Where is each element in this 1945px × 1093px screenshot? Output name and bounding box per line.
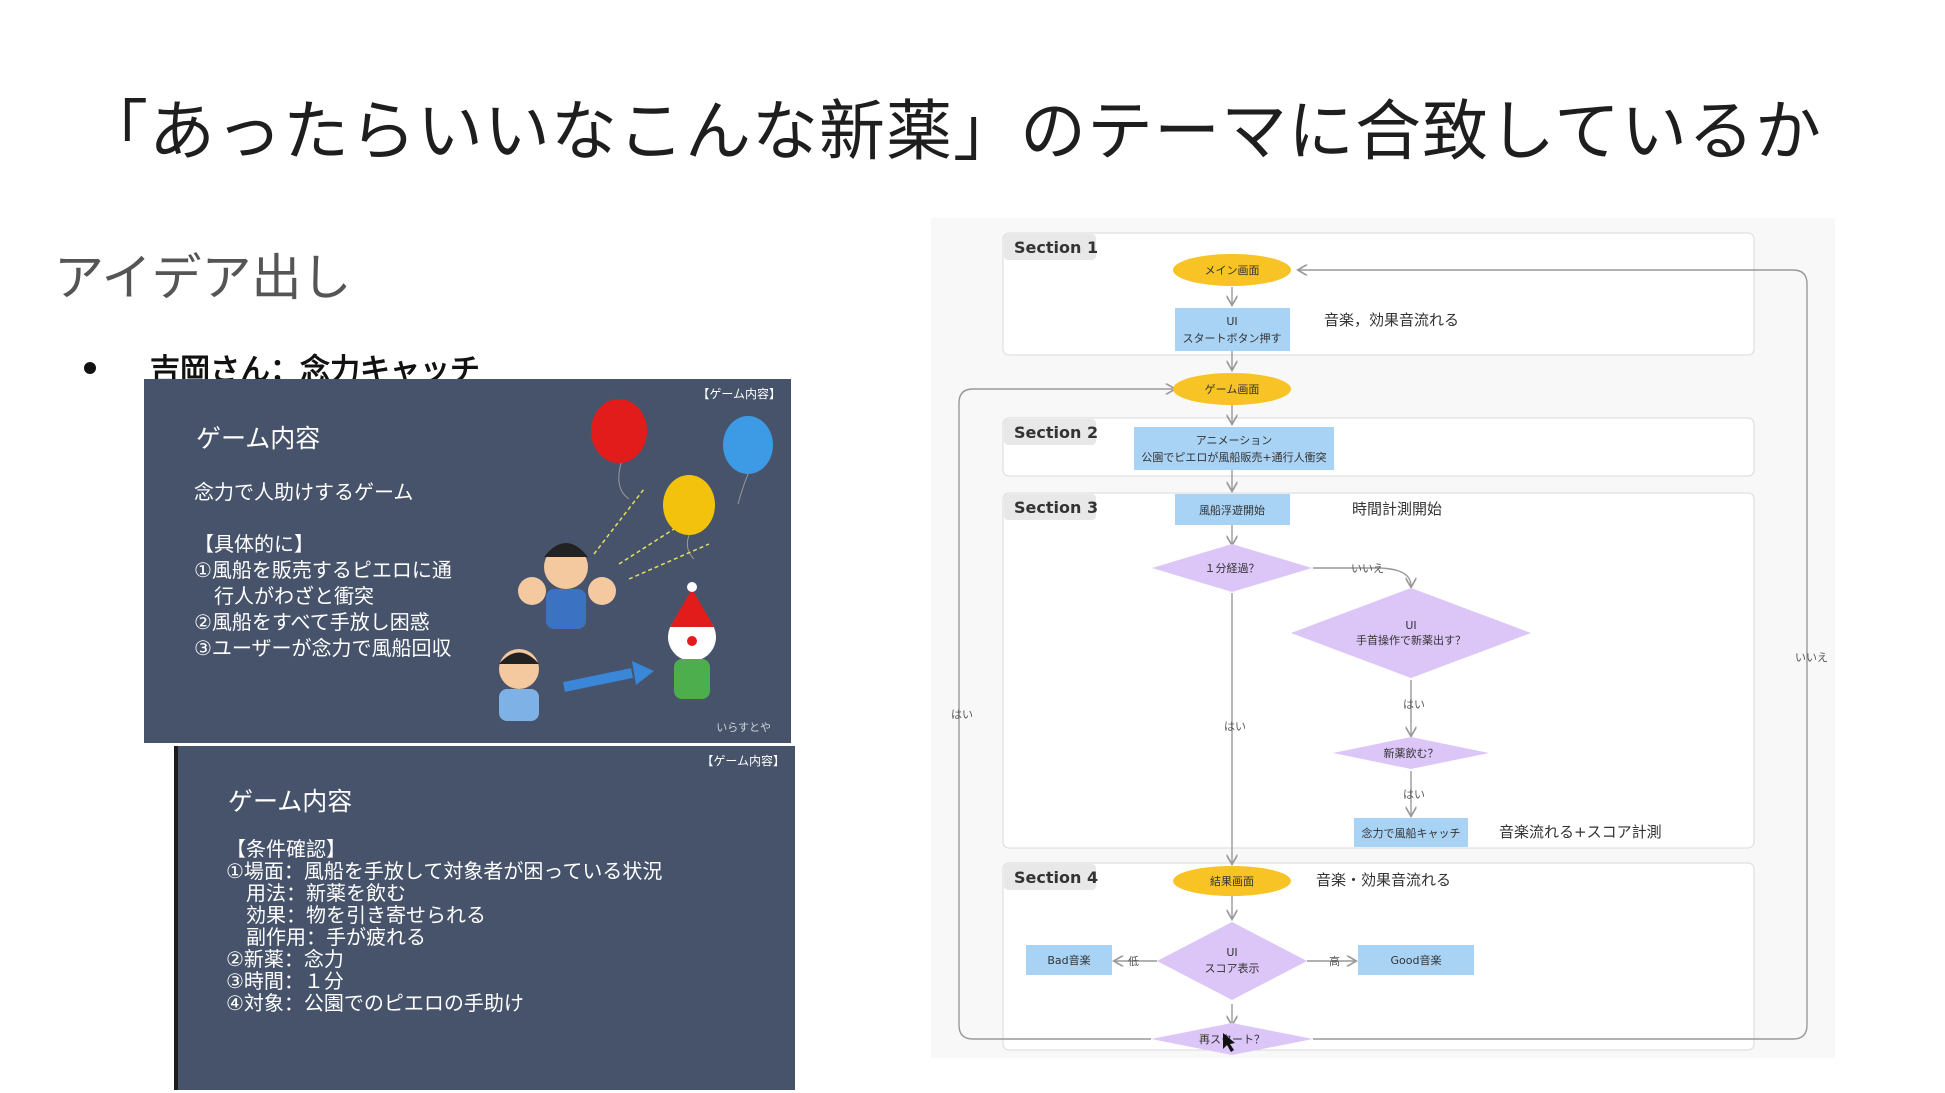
flowchart: Section 1 Section 2 Section 3 Section 4 …: [931, 218, 1835, 1058]
label-yes-3: はい: [1224, 720, 1246, 733]
svg-text:結果画面: 結果画面: [1210, 874, 1254, 888]
clown-icon: [668, 582, 716, 699]
illustration: [499, 399, 773, 721]
slide-heading: ゲーム内容: [228, 787, 353, 816]
note-music-score: 音楽流れる+スコア計測: [1499, 823, 1662, 841]
svg-text:Good音楽: Good音楽: [1391, 953, 1442, 967]
balloon-yellow-icon: [663, 475, 715, 560]
section-subtitle: アイデア出し: [54, 249, 352, 307]
svg-text:１分経過？: １分経過？: [1205, 562, 1260, 575]
label-high: 高: [1329, 954, 1340, 968]
balloon-blue-icon: [723, 416, 773, 505]
svg-text:Section 4: Section 4: [1014, 868, 1098, 887]
svg-text:UI: UI: [1405, 619, 1416, 632]
svg-text:新薬飲む？: 新薬飲む？: [1384, 746, 1439, 760]
svg-text:スコア表示: スコア表示: [1205, 961, 1260, 975]
slide-heading: ゲーム内容: [196, 424, 321, 453]
section-1-box: [1002, 232, 1755, 356]
section-3-label: Section 3: [1004, 494, 1098, 520]
svg-text:UI: UI: [1226, 315, 1237, 328]
arrow-icon: [562, 668, 634, 692]
node-catch: 念力で風船キャッチ: [1354, 818, 1468, 847]
node-balloon-float: 風船浮遊開始: [1175, 494, 1290, 525]
svg-text:手首操作で新薬出す？: 手首操作で新薬出す？: [1356, 633, 1466, 647]
flow-connectors: [958, 270, 1808, 1040]
page-title: 「あったらいいなこんな新薬」のテーマに合致しているか: [82, 93, 1823, 170]
node-result-screen: 結果画面: [1173, 866, 1291, 896]
section-4-label: Section 4: [1004, 864, 1098, 890]
node-game-screen: ゲーム画面: [1173, 373, 1291, 405]
decision-drink: 新薬飲む？: [1333, 737, 1489, 769]
decision-one-minute: １分経過？: [1152, 544, 1312, 592]
slide-thumbnail-2: 【ゲーム内容】 ゲーム内容 【条件確認】 ①場面：風船を手放して対象者が困ってい…: [174, 746, 795, 1090]
telekinesis-lines: [593, 488, 710, 580]
man-using-power-icon: [518, 543, 616, 629]
node-main-screen: メイン画面: [1173, 254, 1291, 286]
section-1-label: Section 1: [1004, 234, 1098, 260]
svg-text:アニメーション: アニメーション: [1196, 434, 1273, 447]
label-yes-1: はい: [1403, 698, 1425, 711]
svg-text:風船浮遊開始: 風船浮遊開始: [1199, 503, 1265, 517]
label-low: 低: [1128, 955, 1139, 968]
slide-tag: 【ゲーム内容】: [697, 387, 781, 401]
section-2-label: Section 2: [1004, 419, 1098, 445]
decision-restart: 再スタート？: [1151, 1023, 1313, 1055]
passerby-icon: [499, 649, 539, 721]
slide-thumbnail-1: 【ゲーム内容】 ゲーム内容 念力で人助けするゲーム 【具体的に】 ①風船を販売す…: [144, 379, 791, 743]
svg-text:公園でピエロが風船販売+通行人衝突: 公園でピエロが風船販売+通行人衝突: [1141, 450, 1326, 464]
svg-text:UI: UI: [1226, 946, 1237, 959]
svg-text:ゲーム画面: ゲーム画面: [1205, 383, 1260, 396]
slide-body: 念力で人助けするゲーム 【具体的に】 ①風船を販売するピエロに通 行人がわざと衝…: [194, 480, 452, 660]
node-start-button: UI スタートボタン押す: [1175, 308, 1290, 351]
svg-text:Section 3: Section 3: [1014, 498, 1098, 517]
slide-body: 【条件確認】 ①場面：風船を手放して対象者が困っている状況 用法：新薬を飲む 効…: [226, 837, 663, 1015]
svg-text:Section 2: Section 2: [1014, 423, 1098, 442]
image-credit: いらすとや: [716, 721, 771, 734]
label-no-restart: いいえ: [1795, 651, 1828, 664]
slide-tag: 【ゲーム内容】: [701, 754, 785, 768]
decision-score: UI スコア表示: [1157, 922, 1307, 1000]
svg-text:念力で風船キャッチ: 念力で風船キャッチ: [1362, 826, 1461, 840]
balloon-red-icon: [591, 399, 647, 500]
section-2-box: [1002, 417, 1755, 477]
section-3-box: [1002, 492, 1755, 849]
svg-text:スタートボタン押す: スタートボタン押す: [1183, 331, 1282, 345]
svg-text:再スタート？: 再スタート？: [1199, 1033, 1265, 1046]
node-good-music: Good音楽: [1358, 945, 1474, 975]
mouse-cursor-icon: [1223, 1033, 1235, 1052]
bullet-dot-icon: [84, 361, 96, 374]
note-timer: 時間計測開始: [1352, 500, 1442, 518]
svg-text:Section 1: Section 1: [1014, 238, 1098, 257]
label-yes-2: はい: [1403, 788, 1425, 801]
note-music-4: 音楽・効果音流れる: [1316, 871, 1451, 889]
note-music-1: 音楽，効果音流れる: [1324, 311, 1459, 329]
svg-text:Bad音楽: Bad音楽: [1047, 953, 1090, 967]
label-no-1: いいえ: [1351, 562, 1384, 575]
label-yes-restart: はい: [951, 708, 973, 721]
node-bad-music: Bad音楽: [1026, 945, 1112, 975]
svg-text:メイン画面: メイン画面: [1205, 264, 1260, 277]
